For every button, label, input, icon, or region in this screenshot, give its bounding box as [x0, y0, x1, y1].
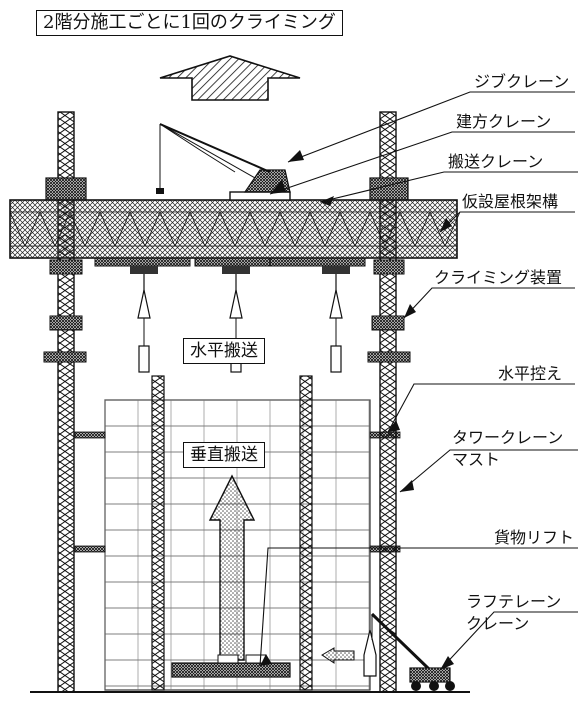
horizontal-feed-arrow [321, 629, 377, 677]
leader-arrowheads [260, 150, 454, 670]
callout-mast: マスト [452, 450, 501, 469]
callout-cargo-lift: 貨物リフト [494, 528, 575, 547]
callout-rough-terrain: ラフテレーン [466, 592, 562, 611]
callout-rough-terrain-crane: クレーン [466, 614, 530, 633]
transport-crane-rails [94, 257, 366, 274]
diagram-title: 2階分施工ごとに1回のクライミング [36, 10, 343, 36]
vertical-transport-label: 垂直搬送 [183, 442, 265, 468]
callout-climbing-device: クライミング装置 [434, 268, 563, 287]
callout-jib-crane: ジブクレーン [474, 72, 570, 91]
callout-temporary-roof: 仮設屋根架構 [462, 192, 559, 211]
callout-transport-crane: 搬送クレーン [448, 152, 544, 171]
callout-tower-crane: タワークレーン [452, 428, 564, 447]
jib-crane [156, 123, 291, 201]
leader-lines [259, 91, 578, 671]
vertical-transport-arrow [208, 474, 256, 661]
callout-horizontal-brace: 水平控え [498, 364, 563, 383]
rough-terrain-crane [370, 612, 455, 691]
callout-erection-crane: 建方クレーン [456, 112, 552, 131]
temporary-roof-truss [9, 199, 461, 259]
horizontal-transport-label: 水平搬送 [183, 338, 265, 364]
climbing-up-arrow [159, 55, 301, 101]
cargo-lift [171, 654, 291, 678]
